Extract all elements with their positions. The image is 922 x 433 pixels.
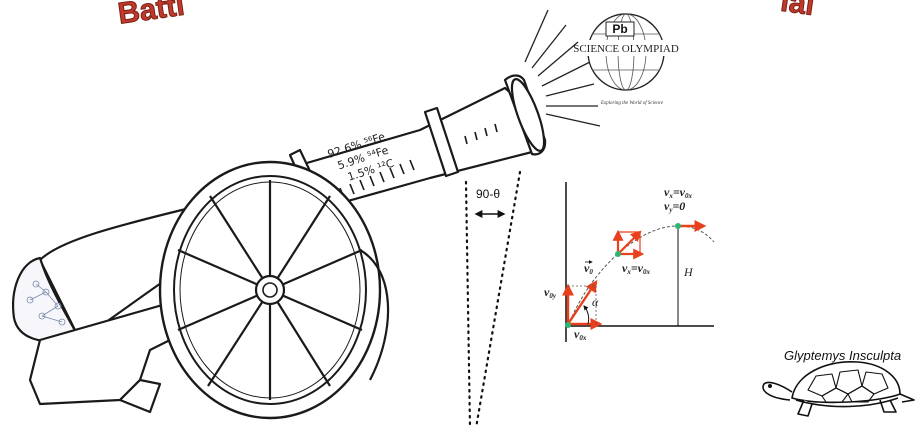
logo-name: SCIENCE OLYMPIAD (573, 43, 679, 55)
barrel-dotted-line (474, 170, 522, 430)
breech-molecule-doodles (26, 280, 66, 326)
trajectory-curve (567, 225, 715, 327)
v0x-label: v0x (574, 327, 587, 342)
angle-label: 90-θ (476, 187, 500, 201)
v0-vector (567, 280, 598, 325)
v0-label: v0 (584, 261, 593, 276)
banner-title: Battl ial (115, 0, 817, 31)
apex-vy-label: vy=0 (664, 199, 685, 214)
vertical-dotted-line (464, 180, 472, 430)
mid-vx-label: vx=v0x (622, 261, 651, 276)
turtle-caption: Glyptemys Insculpta (784, 348, 901, 363)
projectile-diagram: H α vx=v0x vy=0 (544, 182, 715, 342)
logo-element-symbol: Pb (612, 22, 627, 36)
banner-left-text: Battl (116, 0, 187, 31)
turtle-illustration (762, 361, 915, 417)
alpha-label: α (592, 295, 599, 309)
v0y-label: v0y (544, 285, 557, 300)
apex-point (675, 223, 681, 229)
mid-point (615, 251, 621, 257)
height-label: H (683, 265, 694, 279)
logo-tagline: Exploring the World of Science (600, 101, 664, 106)
angle-guide (464, 170, 522, 430)
cannon-wheel (158, 160, 390, 420)
muzzle-blast-lines (524, 9, 601, 127)
banner-right-text: ial (779, 0, 817, 22)
science-olympiad-logo: Pb SCIENCE OLYMPIAD Exploring the World … (573, 13, 679, 106)
apex-vx-label: vx=v0x (664, 185, 693, 200)
launch-point (565, 322, 571, 328)
